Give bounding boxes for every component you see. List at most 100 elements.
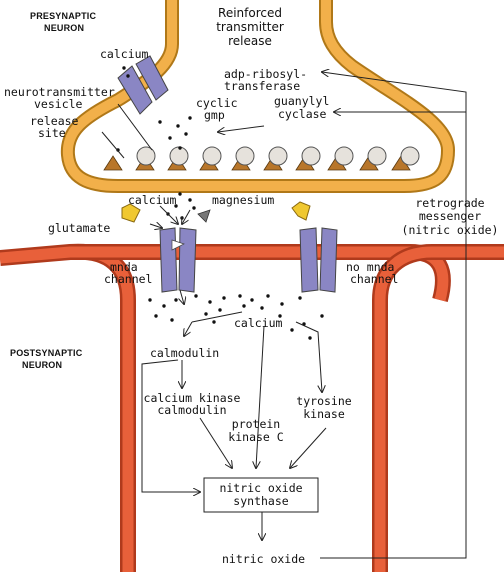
calcium-ion (162, 304, 166, 308)
calcium-post-label: calcium (234, 316, 283, 330)
calcium-ion (242, 304, 246, 308)
retrograde-messenger-line: (nitric oxide) (402, 223, 499, 237)
calcium-ion (308, 336, 312, 340)
nitric-oxide-synthase-line: synthase (233, 494, 288, 508)
reinforced-release-label: Reinforced transmitter release (216, 6, 284, 48)
presynaptic-label-line: NEURON (44, 23, 84, 33)
calcium-ion (218, 308, 222, 312)
calcium-ion (320, 314, 324, 318)
vesicle (169, 146, 189, 166)
release-site-marker (103, 155, 123, 171)
tyrosine-kinase-line: kinase (303, 407, 345, 421)
adp-ribosyl-line: transferase (224, 79, 300, 93)
calcium-ion (266, 294, 270, 298)
presynaptic-label: PRESYNAPTIC NEURON (30, 11, 97, 33)
neurotransmitter-vesicle-label: neurotransmitter vesicle (4, 85, 115, 111)
vesicle (301, 146, 321, 166)
calcium-kinase-calmodulin-label: calcium kinase calmodulin (144, 391, 241, 417)
calcium-ion (204, 312, 208, 316)
reinforced-release-line: transmitter (216, 20, 284, 34)
calcium-ion (176, 124, 180, 128)
retrograde-messenger-label: retrograde messenger (nitric oxide) (402, 196, 499, 237)
calcium-ion (122, 66, 126, 70)
magnesium-label: magnesium (212, 193, 274, 207)
protein-kinase-c-line: protein (232, 417, 280, 431)
nitric-oxide-synthase-box (203, 477, 319, 513)
retrograde-messenger-line: retrograde (415, 196, 484, 210)
tyrosine-kinase-label: tyrosine kinase (296, 394, 351, 421)
calcium-ion (180, 216, 184, 220)
protein-kinase-c-label: protein kinase C (228, 417, 283, 444)
vesicle (334, 146, 354, 166)
tyrosine-kinase-line: tyrosine (296, 394, 351, 408)
calcium-ion (148, 298, 152, 302)
mnda-channel-line: mnda (110, 260, 138, 274)
glutamate-label: glutamate (48, 221, 110, 235)
no-mnda-channel-label: no mnda channel (346, 260, 398, 286)
retrograde-messenger-line: messenger (419, 209, 481, 223)
calcium-ion (174, 204, 178, 208)
vesicle (400, 146, 420, 166)
cyclic-gmp-label: cyclic gmp (196, 96, 238, 122)
nitric-oxide-synthase-line: nitric oxide (219, 481, 302, 495)
calcium-kinase-line: calcium kinase (144, 391, 241, 405)
cyclic-gmp-line: cyclic (196, 96, 238, 110)
vesicle (235, 146, 255, 166)
postsynaptic-membrane (0, 243, 136, 572)
postsynaptic-label-line: POSTSYNAPTIC (10, 348, 83, 358)
reinforced-release-line: Reinforced (218, 6, 282, 20)
no-mnda-channel-line: channel (350, 272, 398, 286)
calcium-ion (178, 192, 182, 196)
glutamate-molecule (291, 201, 311, 221)
reinforced-release-line: release (228, 34, 272, 48)
calcium-mid-label: calcium (128, 193, 177, 207)
vesicle (136, 146, 156, 166)
calcium-ion (298, 296, 302, 300)
calcium-ion (178, 146, 182, 150)
magnesium-ion (197, 209, 211, 223)
neurotransmitter-vesicles (136, 146, 420, 166)
release-site-label-line: release (30, 114, 79, 128)
calcium-kinase-line: calmodulin (157, 403, 226, 417)
guanylyl-cyclase-line: guanylyl (274, 94, 329, 108)
calcium-ion (158, 120, 162, 124)
nitric-oxide-synthase-label: nitric oxide synthase (219, 481, 302, 508)
no-mnda-channel (299, 227, 338, 293)
vesicle (268, 146, 288, 166)
vesicle (367, 146, 387, 166)
postsynaptic-label: POSTSYNAPTIC NEURON (10, 348, 83, 370)
mnda-channel-line: channel (104, 272, 152, 286)
calmodulin-label: calmodulin (150, 346, 219, 360)
release-site-label-line: site (38, 126, 66, 140)
guanylyl-cyclase-line: cyclase (278, 107, 327, 121)
presynaptic-calcium-channel (117, 55, 169, 115)
release-site-label: release site (30, 114, 79, 140)
calcium-ion (174, 298, 178, 302)
calcium-ion (194, 294, 198, 298)
calcium-ion (188, 198, 192, 202)
calcium-ion (170, 318, 174, 322)
calcium-ion (168, 136, 172, 140)
vesicle-label-line: neurotransmitter (4, 85, 115, 99)
presynaptic-terminal (60, 0, 455, 193)
calcium-ion (212, 320, 216, 324)
calcium-ion (192, 206, 196, 210)
presynaptic-label-line: PRESYNAPTIC (30, 11, 97, 21)
calcium-ion (280, 302, 284, 306)
calcium-ion (188, 116, 192, 120)
mnda-channel (159, 227, 197, 293)
guanylyl-cyclase-label: guanylyl cyclase (274, 94, 329, 121)
calcium-ion (278, 314, 282, 318)
calcium-ion (184, 132, 188, 136)
calcium-ion (222, 296, 226, 300)
adp-ribosyl-line: adp-ribosyl- (224, 67, 307, 81)
vesicle (202, 146, 222, 166)
vesicle-label-line: vesicle (34, 97, 83, 111)
no-mnda-channel-line: no mnda (346, 260, 394, 274)
adp-ribosyl-transferase-label: adp-ribosyl- transferase (224, 67, 307, 93)
pathway-arrows (101, 72, 467, 559)
postsynaptic-neuron (0, 243, 504, 572)
glutamate-molecule (121, 203, 141, 223)
calcium-ion (290, 328, 294, 332)
